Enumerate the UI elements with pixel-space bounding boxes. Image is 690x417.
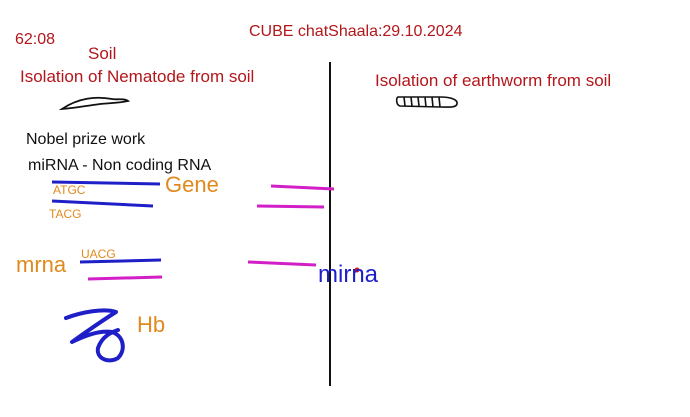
earthworm-sketch	[395, 96, 458, 108]
session-timer: 62:08	[15, 31, 56, 48]
mrna-strand	[79, 258, 162, 264]
gene-label: Gene	[165, 172, 219, 197]
nematode-sketch	[58, 96, 131, 111]
magenta-stroke-3	[247, 260, 317, 267]
nobel-label: Nobel prize work	[26, 131, 146, 148]
dna-top-sequence: ATGC	[53, 183, 86, 197]
hb-label: Hb	[137, 312, 166, 337]
dna-strand-bottom	[51, 199, 154, 208]
magenta-stroke-2	[256, 204, 325, 209]
mirna-label: miRNA - Non coding RNA	[28, 157, 212, 174]
nematode-heading: Isolation of Nematode from soil	[20, 67, 255, 86]
magenta-stroke-1	[270, 184, 335, 191]
soil-topic: Soil	[88, 44, 117, 63]
mirna-word: mirna	[318, 261, 379, 288]
session-header: CUBE chatShaala:29.10.2024	[249, 23, 463, 40]
dna-strand-top	[51, 180, 161, 186]
earthworm-heading: Isolation of earthworm from soil	[375, 71, 612, 90]
mrna-sequence: UACG	[81, 247, 116, 261]
magenta-stroke-4	[87, 275, 163, 281]
dna-bottom-sequence: TACG	[49, 207, 82, 221]
red-dot	[354, 267, 360, 273]
mrna-label: mrna	[16, 252, 67, 277]
hb-scribble	[64, 308, 125, 363]
